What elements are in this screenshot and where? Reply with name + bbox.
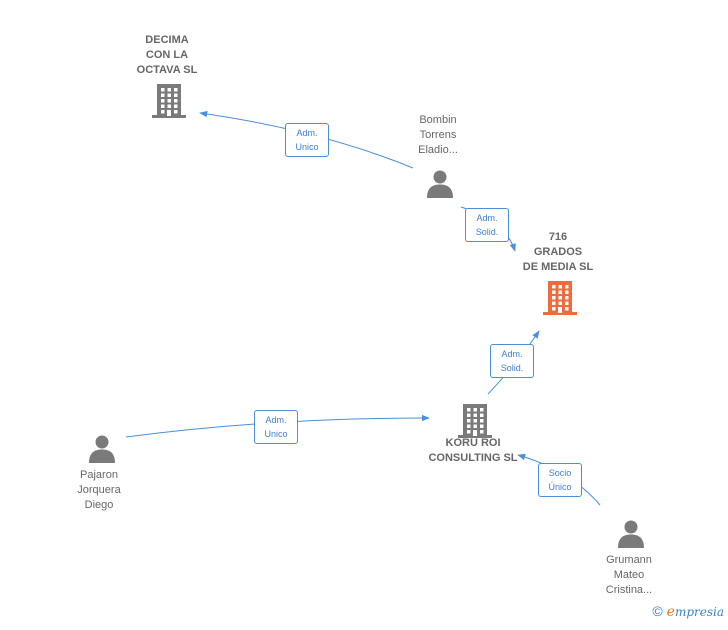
decima-label[interactable]: DECIMA CON LA OCTAVA SL	[136, 34, 198, 76]
edge-label-pajaron-koru[interactable]: Adm. Unico	[254, 410, 298, 444]
edge-label-koru-grados[interactable]: Adm. Solid.	[490, 344, 534, 378]
copyright-symbol: ©	[652, 603, 663, 619]
bombin-person-icon[interactable]	[425, 169, 455, 204]
brand-initial: e	[666, 604, 675, 620]
footer-brand[interactable]: ©empresia	[652, 603, 724, 620]
edge-label-bombin-decima[interactable]: Adm. Unico	[285, 123, 329, 157]
decima-building-icon[interactable]	[152, 83, 186, 124]
edge-label-bombin-grados[interactable]: Adm. Solid.	[465, 208, 509, 242]
grumann-label[interactable]: Grumann Mateo Cristina...	[605, 554, 653, 596]
brand-name: mpresia	[674, 605, 724, 619]
bombin-label[interactable]: Bombin Torrens Eladio...	[418, 114, 458, 156]
edge-label-grumann-koru[interactable]: Socio Único	[538, 463, 582, 497]
koru-label[interactable]: KORU ROI CONSULTING SL	[428, 437, 518, 464]
grumann-person-icon[interactable]	[616, 519, 646, 554]
pajaron-person-icon[interactable]	[87, 434, 117, 469]
pajaron-label[interactable]: Pajaron Jorquera Diego	[77, 469, 121, 511]
koru-building-icon[interactable]	[458, 403, 492, 444]
grados-building-icon[interactable]	[543, 280, 577, 321]
grados-label[interactable]: 716 GRADOS DE MEDIA SL	[522, 231, 594, 273]
